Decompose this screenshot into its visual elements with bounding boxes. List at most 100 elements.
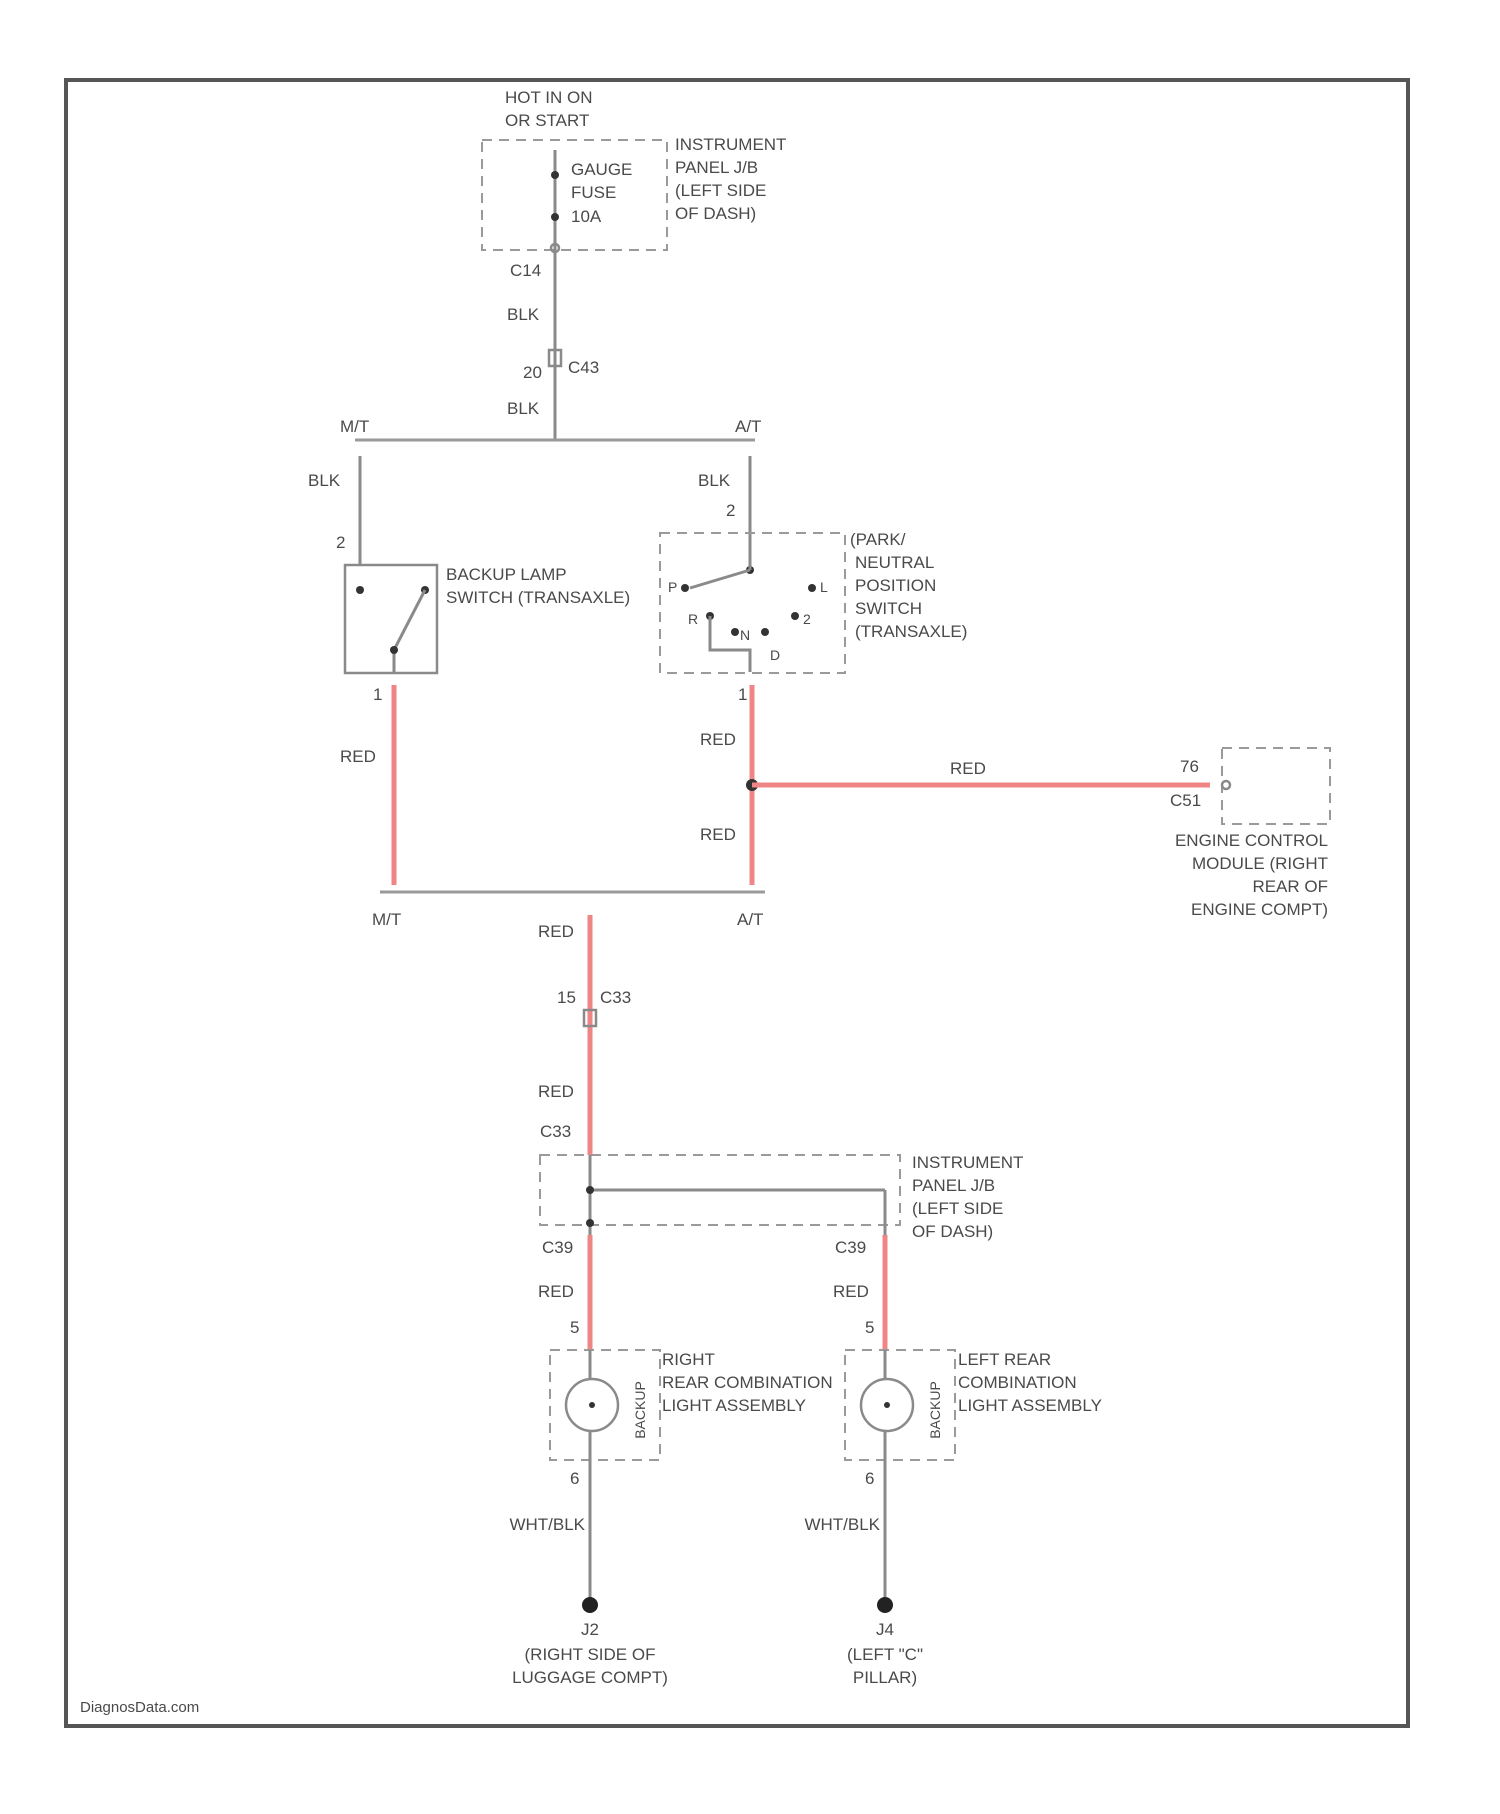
ground-right-label-2: LUGGAGE COMPT) — [512, 1668, 668, 1687]
pnp-contact-l — [808, 584, 816, 592]
pnp-label-1: (PARK/ — [850, 530, 906, 549]
park-neutral-position-switch — [660, 533, 845, 673]
ecm-label-3: REAR OF — [1252, 877, 1328, 896]
red-label-trunk-1: RED — [538, 922, 574, 941]
left-lamp-label-1: LEFT REAR — [958, 1350, 1051, 1369]
c33-label-lower: C33 — [540, 1122, 571, 1141]
fuse-terminal-top — [551, 171, 559, 179]
pin-1-mt: 1 — [373, 685, 382, 704]
pnp-label-5: (TRANSAXLE) — [855, 622, 967, 641]
pnp-pos-r: R — [688, 611, 698, 627]
left-lamp-label-3: LIGHT ASSEMBLY — [958, 1396, 1102, 1415]
fuse-label-2: FUSE — [571, 183, 616, 202]
red-label-right: RED — [538, 1282, 574, 1301]
fuse-label-3: 10A — [571, 207, 602, 226]
jb-pin-left — [586, 1219, 594, 1227]
pnp-pos-l: L — [820, 579, 828, 595]
right-bulb-center — [589, 1402, 595, 1408]
pnp-pos-2: 2 — [803, 611, 811, 627]
ground-left-label-2: PILLAR) — [853, 1668, 917, 1687]
pnp-contact-n — [731, 628, 739, 636]
c14-label: C14 — [510, 261, 541, 280]
red-label-left: RED — [833, 1282, 869, 1301]
c33-label: C33 — [600, 988, 631, 1007]
ipjb-bottom-label-3: (LEFT SIDE — [912, 1199, 1003, 1218]
pin-20-label: 20 — [523, 363, 542, 382]
ipjb-bottom-label-1: INSTRUMENT — [912, 1153, 1023, 1172]
pnp-label-4: SWITCH — [855, 599, 922, 618]
ground-j4-symbol — [877, 1597, 893, 1613]
pin-5-right: 5 — [570, 1318, 579, 1337]
pnp-pos-p: P — [668, 579, 677, 595]
blk-label-1: BLK — [507, 305, 540, 324]
ecm-label-1: ENGINE CONTROL — [1175, 831, 1328, 850]
switch-contact-1 — [356, 586, 364, 594]
blk-label-at: BLK — [698, 471, 731, 490]
red-label-mt: RED — [340, 747, 376, 766]
pnp-contact-p — [681, 584, 689, 592]
left-bulb-center — [884, 1402, 890, 1408]
ecm-label-2: MODULE (RIGHT — [1192, 854, 1328, 873]
ipjb-top-label-4: OF DASH) — [675, 204, 756, 223]
c43-label: C43 — [568, 358, 599, 377]
pin-6-left: 6 — [865, 1469, 874, 1488]
pnp-pos-d: D — [770, 647, 780, 663]
ipjb-top-label-3: (LEFT SIDE — [675, 181, 766, 200]
left-lamp-label-2: COMBINATION — [958, 1373, 1077, 1392]
ipjb-top-label-1: INSTRUMENT — [675, 135, 786, 154]
c51-label: C51 — [1170, 791, 1201, 810]
at-label-bottom: A/T — [737, 910, 763, 929]
j4-label: J4 — [876, 1620, 894, 1639]
right-lamp-label-1: RIGHT — [662, 1350, 715, 1369]
right-backup-text: BACKUP — [632, 1381, 648, 1439]
wht-blk-label-left: WHT/BLK — [804, 1515, 880, 1534]
right-lamp-label-2: REAR COMBINATION — [662, 1373, 833, 1392]
red-label-at-2: RED — [700, 825, 736, 844]
pnp-blade — [690, 570, 750, 588]
pin-2-mt: 2 — [336, 533, 345, 552]
ecm-pin — [1222, 781, 1230, 789]
left-backup-text: BACKUP — [927, 1381, 943, 1439]
wht-blk-label-right: WHT/BLK — [509, 1515, 585, 1534]
pin-1-at: 1 — [738, 685, 747, 704]
pin-76-label: 76 — [1180, 757, 1199, 776]
backup-switch-label-1: BACKUP LAMP — [446, 565, 567, 584]
pnp-label-2: NEUTRAL — [855, 553, 934, 572]
hot-label-1: HOT IN ON — [505, 88, 593, 107]
pin-2-at: 2 — [726, 501, 735, 520]
blk-label-mt: BLK — [308, 471, 341, 490]
ipjb-bottom-label-4: OF DASH) — [912, 1222, 993, 1241]
pnp-r-lead — [710, 616, 750, 672]
ipjb-bottom-label-2: PANEL J/B — [912, 1176, 995, 1195]
mt-label-top: M/T — [340, 417, 369, 436]
pin-5-left: 5 — [865, 1318, 874, 1337]
watermark: DiagnosData.com — [80, 1699, 199, 1716]
engine-control-module — [1222, 748, 1330, 824]
jb-splice — [586, 1186, 594, 1194]
red-label-trunk-2: RED — [538, 1082, 574, 1101]
blk-label-2: BLK — [507, 399, 540, 418]
switch-pivot — [390, 646, 398, 654]
switch-blade — [394, 590, 425, 650]
pnp-contact-2 — [791, 612, 799, 620]
fuse-label-1: GAUGE — [571, 160, 632, 179]
ground-right-label-1: (RIGHT SIDE OF — [525, 1645, 656, 1664]
backup-switch-label-2: SWITCH (TRANSAXLE) — [446, 588, 630, 607]
ground-j2-symbol — [582, 1597, 598, 1613]
c39-label-right: C39 — [835, 1238, 866, 1257]
hot-label-2: OR START — [505, 111, 589, 130]
ipjb-top-label-2: PANEL J/B — [675, 158, 758, 177]
ground-left-label-1: (LEFT "C" — [847, 1645, 923, 1664]
j2-label: J2 — [581, 1620, 599, 1639]
c39-label-left: C39 — [542, 1238, 573, 1257]
red-label-ecm: RED — [950, 759, 986, 778]
right-lamp-label-3: LIGHT ASSEMBLY — [662, 1396, 806, 1415]
red-label-at-1: RED — [700, 730, 736, 749]
backup-lamp-switch — [345, 565, 437, 673]
pin-15-label: 15 — [557, 988, 576, 1007]
pin-6-right: 6 — [570, 1469, 579, 1488]
pnp-contact-d — [761, 628, 769, 636]
pnp-label-3: POSITION — [855, 576, 936, 595]
ecm-label-4: ENGINE COMPT) — [1191, 900, 1328, 919]
